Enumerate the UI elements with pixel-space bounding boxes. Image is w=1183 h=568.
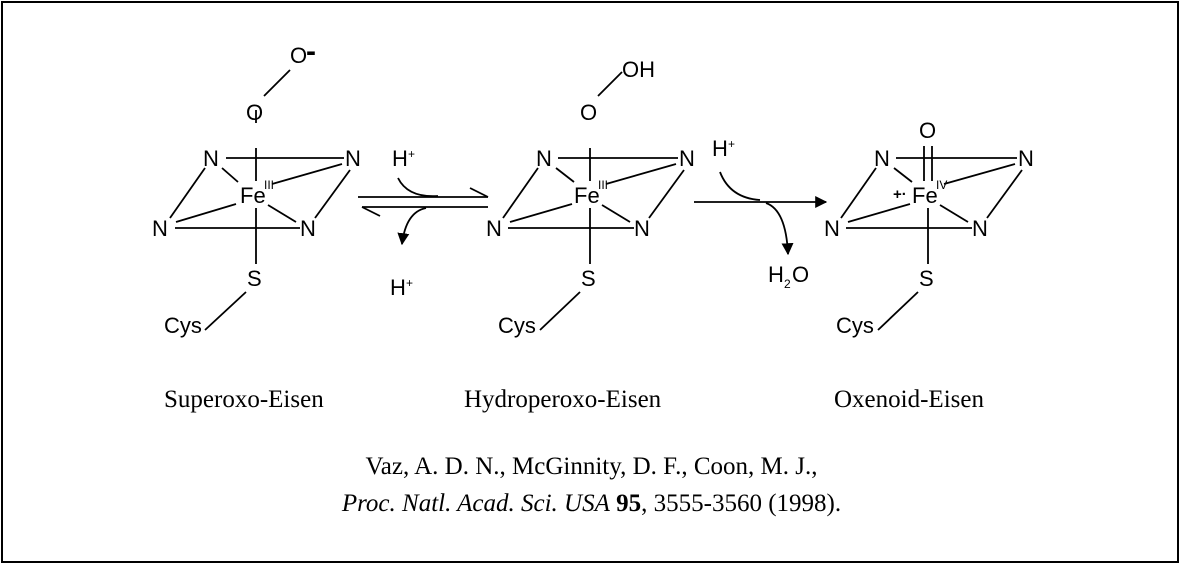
bond-o-oh — [597, 71, 623, 97]
equilibrium-arrows: H + H + — [358, 146, 489, 300]
atom-o: O — [919, 118, 936, 143]
atom-cys: Cys — [836, 313, 874, 338]
atom-o1: O — [246, 100, 263, 125]
h-in-label: H — [392, 146, 408, 171]
atom-o1: O — [580, 100, 597, 125]
atom-n-bottomright: N — [634, 216, 650, 241]
forward-h-in-charge: + — [728, 137, 735, 151]
bond-fe-n-topleft — [893, 167, 913, 183]
atom-n-topright: N — [1018, 146, 1034, 171]
bond-fe-n-topright — [605, 163, 677, 185]
water-o: O — [792, 262, 809, 287]
atom-s: S — [919, 266, 934, 291]
atom-n-topright: N — [679, 146, 695, 171]
bond-fe-n-topright — [943, 163, 1016, 185]
structure-superoxo: O - O N N Fe III N N S Cys — [152, 35, 361, 338]
reference-volume: 95 — [616, 490, 642, 517]
fe-oxidation-state: IV — [936, 178, 947, 192]
reference-citation: Proc. Natl. Acad. Sci. USA 95, 3555-3560… — [0, 490, 1183, 518]
water-subscript: 2 — [784, 277, 791, 291]
forward-half-barb — [469, 187, 489, 198]
reference-pages-year: , 3555-3560 (1998). — [641, 490, 842, 517]
bond-fe-n-bottomleft — [847, 203, 911, 223]
atom-o2: O — [290, 43, 307, 68]
structure-oxenoid: O N N +· Fe IV N N S Cys — [824, 118, 1034, 338]
forward-water-curve — [765, 202, 794, 256]
bond-n-n-right — [648, 169, 685, 219]
bond-fe-n-bottomright — [939, 204, 969, 223]
bond-fe-n-topright — [271, 163, 343, 185]
bond-fe-n-bottomleft — [509, 203, 573, 223]
bond-s-cys — [204, 291, 247, 331]
bond-n-n-left — [502, 167, 539, 219]
atom-s: S — [247, 266, 262, 291]
bond-n-n-left — [169, 167, 206, 219]
atom-n-topright: N — [345, 146, 361, 171]
bond-n-n-right — [986, 169, 1023, 219]
bond-fe-n-bottomright — [601, 204, 631, 223]
bond-fe-n-bottomright — [267, 204, 297, 223]
atom-cys: Cys — [164, 313, 202, 338]
atom-s: S — [581, 266, 596, 291]
atom-n-topleft: N — [203, 146, 219, 171]
atom-n-topleft: N — [874, 146, 890, 171]
bond-n-n-left — [840, 167, 877, 219]
atom-n-bottomleft: N — [486, 216, 502, 241]
atom-cys: Cys — [498, 313, 536, 338]
forward-arrow: H + H 2 O — [694, 136, 828, 291]
atom-oh: OH — [622, 57, 655, 82]
h-out-label: H — [390, 275, 406, 300]
caption-superoxo: Superoxo-Eisen — [164, 386, 324, 413]
radical-cation: +· — [893, 186, 907, 203]
atom-fe: Fe — [574, 183, 600, 208]
forward-h-in-label: H — [712, 136, 728, 161]
bond-o-o — [263, 69, 291, 97]
h-out-curve — [397, 207, 427, 246]
reverse-half-barb — [361, 206, 381, 217]
atom-n-bottomleft: N — [152, 216, 168, 241]
bond-s-cys — [877, 291, 919, 331]
reference-journal: Proc. Natl. Acad. Sci. USA — [341, 490, 610, 517]
fe-oxidation-state: III — [264, 178, 274, 192]
caption-hydroperoxo: Hydroperoxo-Eisen — [464, 386, 662, 413]
atom-n-bottomright: N — [972, 216, 988, 241]
h-out-charge: + — [406, 276, 413, 290]
h-in-charge: + — [408, 147, 415, 161]
h-in-curve — [397, 177, 439, 198]
structure-hydroperoxo: OH O N N Fe III N N S Cys — [486, 57, 695, 338]
atom-n-topleft: N — [536, 146, 552, 171]
atom-n-bottomright: N — [300, 216, 316, 241]
o2-charge: - — [306, 35, 316, 68]
atom-fe: Fe — [912, 183, 938, 208]
caption-oxenoid: Oxenoid-Eisen — [834, 386, 984, 413]
atom-n-bottomleft: N — [824, 216, 840, 241]
water-label: H — [768, 262, 784, 287]
atom-fe: Fe — [240, 183, 266, 208]
bond-fe-n-topleft — [555, 167, 575, 183]
bond-fe-n-bottomleft — [175, 203, 237, 223]
bond-n-n-right — [314, 169, 351, 219]
forward-h-in-curve — [719, 171, 761, 201]
bond-fe-n-topleft — [221, 167, 239, 183]
fe-oxidation-state: III — [598, 178, 608, 192]
bond-s-cys — [539, 291, 581, 331]
reference-authors: Vaz, A. D. N., McGinnity, D. F., Coon, M… — [365, 453, 818, 480]
